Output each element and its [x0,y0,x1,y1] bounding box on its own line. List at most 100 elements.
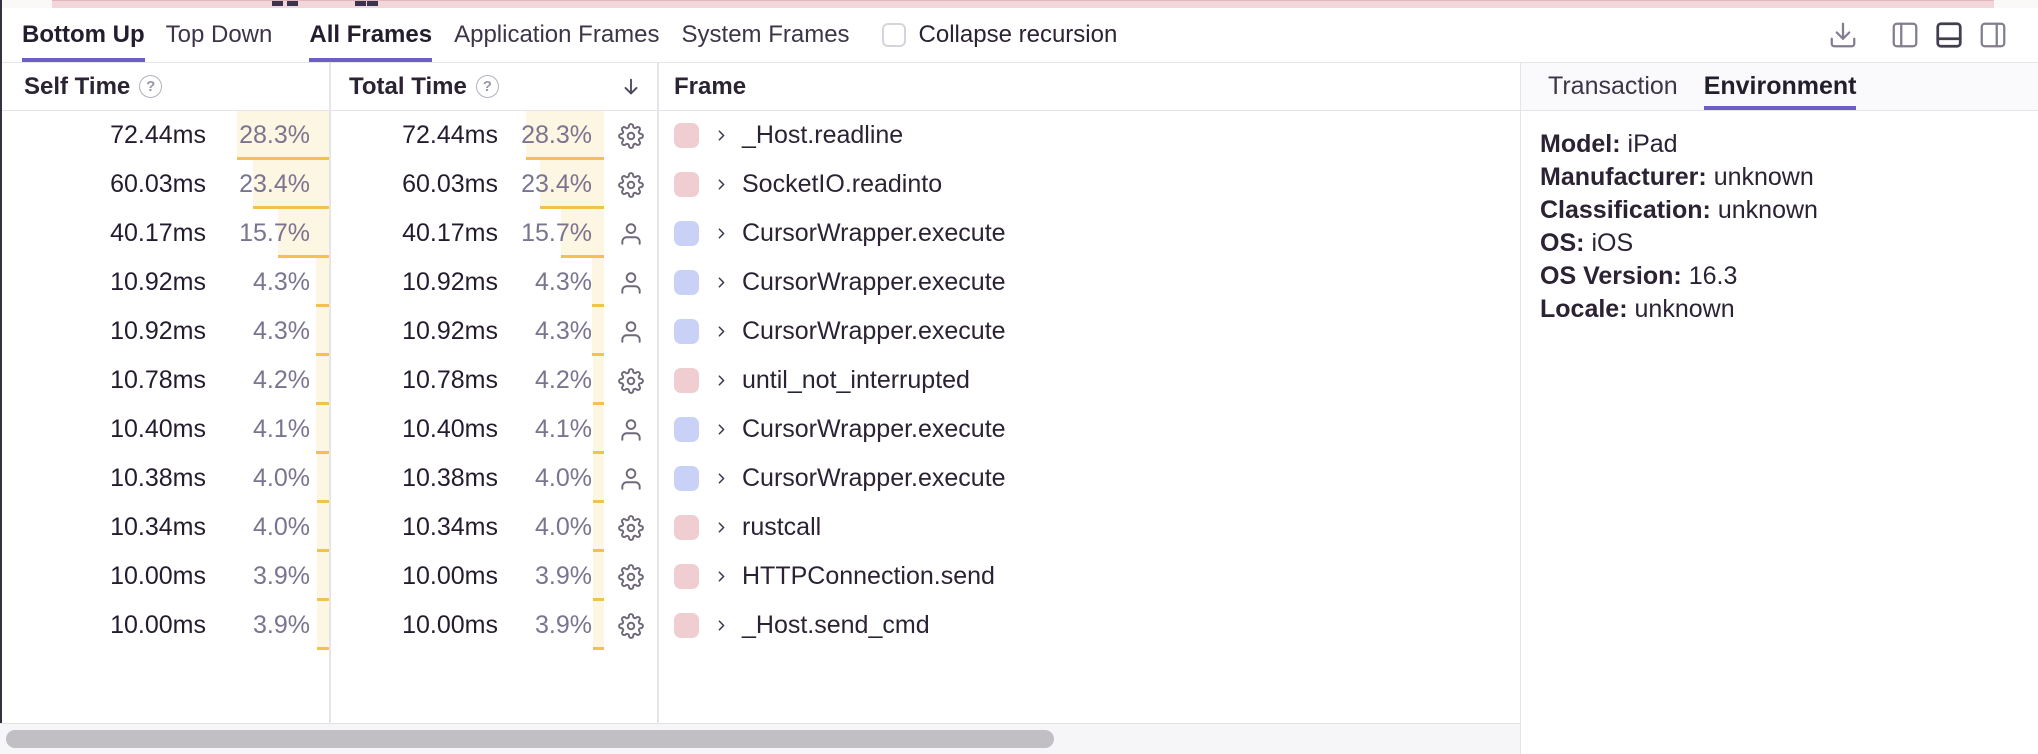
table-row[interactable]: 10.40ms 4.1% 10.40ms 4.1% [0,405,1520,454]
self-time-percent-bar [317,552,330,601]
total-time-value: 10.92ms [402,268,498,296]
view-mode-tabs: Bottom Up Top Down [22,8,272,62]
chevron-right-icon[interactable] [713,225,730,242]
self-time-percent: 4.2% [253,366,310,394]
total-time-cell: 10.78ms 4.2% [330,356,604,405]
chevron-right-icon[interactable] [713,470,730,487]
environment-field: OS:iOS [1540,227,2018,260]
frame-type-icon-cell[interactable] [604,454,658,503]
person-icon [618,319,644,345]
system-frame-color-chip [674,613,699,638]
total-time-percent-bar [592,307,604,356]
chevron-right-icon[interactable] [713,176,730,193]
frame-type-icon-cell[interactable] [604,160,658,209]
chevron-right-icon[interactable] [713,323,730,340]
total-time-percent: 23.4% [521,170,592,198]
self-time-cell: 60.03ms 23.4% [0,160,330,209]
total-time-percent: 4.3% [535,268,592,296]
chevron-right-icon[interactable] [713,617,730,634]
self-time-percent-bar [316,454,330,503]
layout-left-panel-icon[interactable] [1890,20,1920,50]
help-icon[interactable]: ? [139,75,163,98]
table-row[interactable]: 10.92ms 4.3% 10.92ms 4.3% [0,258,1520,307]
toolbar-right-actions [1828,8,2038,62]
person-icon [618,466,644,492]
frame-cell: until_not_interrupted [658,356,1520,405]
help-icon[interactable]: ? [475,75,499,98]
details-side-panel: Transaction Environment Model:iPad Manuf… [1521,63,2038,754]
column-divider [329,63,331,723]
total-time-percent-bar [593,601,604,650]
chevron-right-icon[interactable] [713,421,730,438]
self-time-column-header[interactable]: Self Time ? [0,73,330,101]
self-time-value: 10.78ms [110,366,206,394]
total-time-percent: 4.3% [535,317,592,345]
total-time-column-header[interactable]: Total Time ? [330,73,658,101]
frame-type-icon-cell[interactable] [604,356,658,405]
horizontal-scrollbar[interactable] [0,723,1520,754]
frame-type-icon-cell[interactable] [604,307,658,356]
frame-type-icon-cell[interactable] [604,405,658,454]
collapse-recursion-control: Collapse recursion [881,8,1117,62]
application-frame-color-chip [674,417,699,442]
view-mode-tab[interactable]: Top Down [165,21,273,48]
chevron-right-icon[interactable] [713,372,730,389]
table-row[interactable]: 10.00ms 3.9% 10.00ms 3.9% [0,601,1520,650]
self-time-percent: 4.3% [253,268,310,296]
frames-table: Self Time ? Total Time ? Frame 72.44ms 2… [0,63,1521,754]
chevron-right-icon[interactable] [713,519,730,536]
frame-cell: CursorWrapper.execute [658,454,1520,503]
frame-type-icon-cell[interactable] [604,111,658,160]
chevron-right-icon[interactable] [713,568,730,585]
frame-filter-tab[interactable]: All Frames [309,8,432,62]
total-time-cell: 40.17ms 15.7% [330,209,604,258]
table-row[interactable]: 40.17ms 15.7% 40.17ms 15.7% [0,209,1520,258]
view-mode-tab[interactable]: Bottom Up [22,8,145,62]
table-row[interactable]: 10.00ms 3.9% 10.00ms 3.9% [0,552,1520,601]
total-time-percent: 28.3% [521,121,592,149]
self-time-value: 10.00ms [110,562,206,590]
application-frame-color-chip [674,270,699,295]
self-time-cell: 10.78ms 4.2% [0,356,330,405]
frame-type-icon-cell[interactable] [604,503,658,552]
total-time-value: 60.03ms [402,170,498,198]
total-time-percent-bar [539,160,604,209]
frame-filter-tabs: All Frames Application Frames System Fra… [309,8,850,62]
total-time-percent-bar [593,454,604,503]
table-row[interactable]: 10.34ms 4.0% 10.34ms 4.0% [0,503,1520,552]
table-row[interactable]: 72.44ms 28.3% 72.44ms 28.3% [0,111,1520,160]
download-icon[interactable] [1828,20,1858,50]
layout-right-panel-icon[interactable] [1978,20,2008,50]
side-panel-tabs: Transaction Environment [1521,63,2038,111]
table-row[interactable]: 10.92ms 4.3% 10.92ms 4.3% [0,307,1520,356]
frame-filter-tab[interactable]: System Frames [681,21,850,48]
chevron-right-icon[interactable] [713,274,730,291]
self-time-value: 10.92ms [110,317,206,345]
frame-type-icon-cell[interactable] [604,258,658,307]
gear-icon [618,171,644,198]
collapse-recursion-checkbox[interactable] [881,23,906,47]
frame-filter-tab[interactable]: Application Frames [454,21,660,48]
profile-details-region: Self Time ? Total Time ? Frame 72.44ms 2… [0,63,2038,754]
chevron-right-icon[interactable] [713,127,730,144]
scrollbar-thumb[interactable] [6,730,1054,748]
table-row[interactable]: 60.03ms 23.4% 60.03ms 23.4% [0,160,1520,209]
layout-bottom-panel-icon[interactable] [1934,20,1964,50]
sort-descending-icon[interactable] [620,76,642,98]
self-time-percent-bar [316,405,330,454]
environment-field-label: OS Version: [1540,262,1682,290]
total-time-cell: 72.44ms 28.3% [330,111,604,160]
side-panel-tab[interactable]: Environment [1703,63,1856,110]
minimap-sample-mark [272,1,283,6]
total-time-percent: 3.9% [535,611,592,639]
table-row[interactable]: 10.38ms 4.0% 10.38ms 4.0% [0,454,1520,503]
frame-type-icon-cell[interactable] [604,552,658,601]
person-icon [618,270,644,296]
table-row[interactable]: 10.78ms 4.2% 10.78ms 4.2% [0,356,1520,405]
frame-type-icon-cell[interactable] [604,601,658,650]
total-time-percent-bar [560,209,604,258]
total-time-percent-bar [593,552,604,601]
side-panel-tab[interactable]: Transaction [1548,72,1678,100]
frame-type-icon-cell[interactable] [604,209,658,258]
profile-minimap[interactable] [0,0,2038,8]
